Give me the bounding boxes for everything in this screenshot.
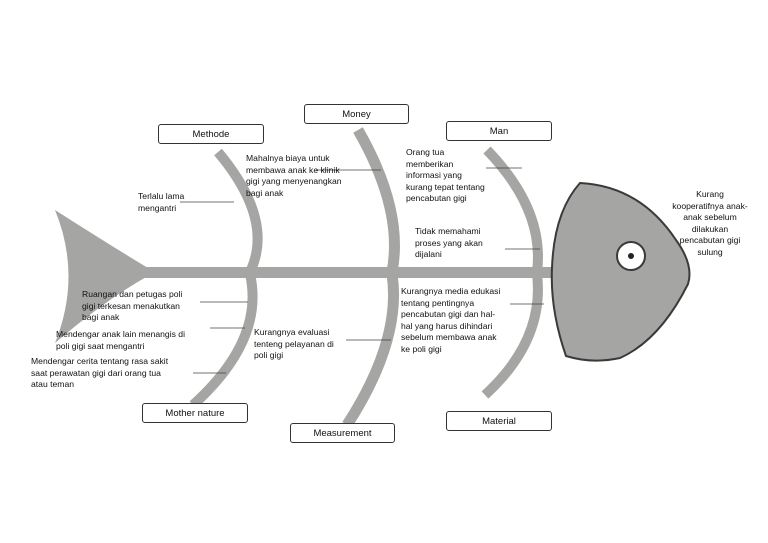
cause-man-1: Orang tua memberikan informasi yang kura… bbox=[406, 147, 485, 203]
rib-man bbox=[483, 146, 543, 273]
category-money: Money bbox=[304, 104, 409, 124]
cause-methode-1: Terlalu lama mengantri bbox=[138, 191, 185, 213]
rib-mother-nature bbox=[189, 272, 258, 409]
fish-head bbox=[550, 181, 691, 362]
rib-material bbox=[481, 273, 543, 399]
cause-measurement-1: Kurangnya evaluasi tenteng pelayanan di … bbox=[254, 327, 334, 360]
cause-man-2: Tidak memahami proses yang akan dijalani bbox=[415, 226, 483, 259]
category-mother-nature: Mother nature bbox=[142, 403, 248, 423]
fish-pupil bbox=[628, 253, 634, 259]
category-measurement: Measurement bbox=[290, 423, 395, 443]
category-man: Man bbox=[446, 121, 552, 141]
fish-spine bbox=[140, 267, 560, 278]
cause-money-1: Mahalnya biaya untuk membawa anak ke kli… bbox=[246, 153, 342, 198]
rib-money bbox=[353, 127, 400, 274]
category-methode: Methode bbox=[158, 124, 264, 144]
rib-measurement bbox=[342, 273, 400, 428]
fish-tail bbox=[55, 210, 148, 343]
effect-label: Kurang kooperatifnya anak- anak sebelum … bbox=[672, 189, 748, 257]
category-material: Material bbox=[446, 411, 552, 431]
rib-methode bbox=[214, 148, 263, 275]
cause-mother-nature-1: Ruangan dan petugas poli gigi terkesan m… bbox=[82, 289, 183, 322]
cause-mother-nature-3: Mendengar cerita tentang rasa sakit saat… bbox=[31, 356, 169, 389]
cause-mother-nature-2: Mendengar anak lain menangis di poli gig… bbox=[56, 329, 185, 351]
cause-material-1: Kurangnya media edukasi tentang pentingn… bbox=[401, 286, 501, 354]
